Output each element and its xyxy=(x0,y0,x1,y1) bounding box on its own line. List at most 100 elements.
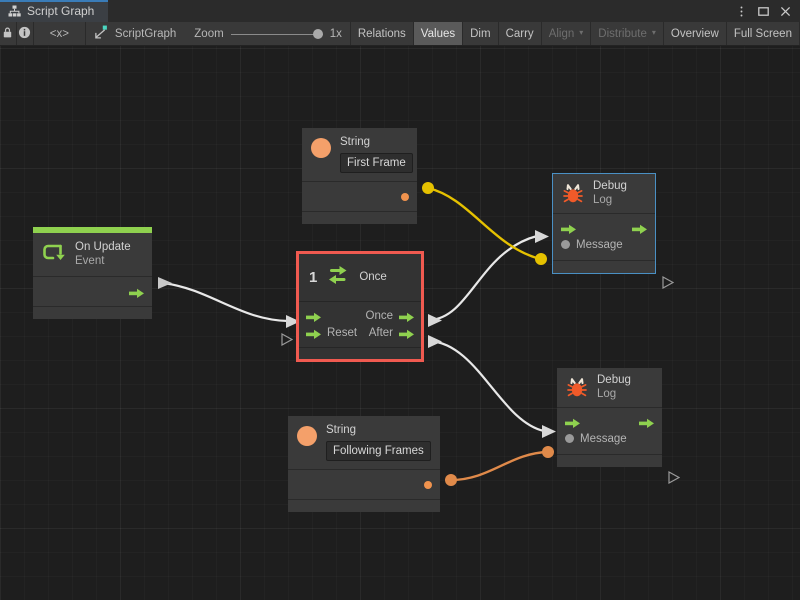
node-on-update[interactable]: On Update Event xyxy=(33,227,152,319)
lock-button[interactable] xyxy=(0,22,17,45)
graph-name-label: ScriptGraph xyxy=(114,27,177,40)
flow-output-port[interactable] xyxy=(129,286,144,298)
zoom-slider-handle[interactable] xyxy=(312,28,323,39)
flow-output-port-once[interactable] xyxy=(399,310,414,322)
port-row-message: Message xyxy=(561,236,647,253)
string-value-input[interactable]: First Frame xyxy=(340,153,413,173)
port-row-left xyxy=(306,310,321,322)
flow-output-port[interactable] xyxy=(639,416,654,428)
port-row-flow xyxy=(561,219,647,236)
overview-button[interactable]: Overview xyxy=(664,22,727,45)
zoom-slider-track xyxy=(230,33,323,35)
close-icon[interactable] xyxy=(779,5,792,18)
info-button[interactable] xyxy=(17,22,34,45)
tab-label: Script Graph xyxy=(27,4,95,18)
node-body: Once xyxy=(299,302,421,347)
graph-name-field[interactable]: ScriptGraph xyxy=(86,22,186,45)
carry-label: Carry xyxy=(505,27,534,40)
port-row-message: Message xyxy=(565,430,654,447)
port-row-right: Once xyxy=(365,309,414,322)
edge-once-to-log1 xyxy=(429,234,538,322)
string-circle-icon xyxy=(311,138,331,158)
node-header: String First Frame xyxy=(302,128,417,182)
node-header: On Update Event xyxy=(33,233,152,277)
bug-icon xyxy=(562,183,584,205)
full-screen-label: Full Screen xyxy=(733,27,792,40)
string-value-input[interactable]: Following Frames xyxy=(326,441,431,461)
flow-input-port[interactable] xyxy=(306,310,321,322)
node-footer xyxy=(302,211,417,224)
info-icon xyxy=(18,26,31,42)
node-title: Debug xyxy=(597,374,631,386)
node-once[interactable]: 1 Once xyxy=(296,251,424,362)
port-row-left: Message xyxy=(561,239,623,251)
node-body xyxy=(302,182,417,211)
distribute-dropdown[interactable]: Distribute ▾ xyxy=(591,22,664,45)
edge-string2-to-log2 xyxy=(450,450,549,482)
node-titles: Once xyxy=(359,271,387,284)
node-titles: Debug Log xyxy=(597,374,631,401)
values-button[interactable]: Values xyxy=(413,22,464,45)
node-title: String xyxy=(326,424,357,436)
output-label-once: Once xyxy=(365,309,394,322)
node-body: Message xyxy=(557,408,662,454)
kebab-menu-icon[interactable] xyxy=(735,5,748,18)
code-brackets-icon: <x> xyxy=(49,27,69,40)
edge-after-to-log2 xyxy=(429,339,545,433)
node-title: String xyxy=(340,136,371,148)
on-update-loop-icon xyxy=(40,239,66,270)
maximize-icon[interactable] xyxy=(757,5,770,18)
flow-input-port-reset[interactable] xyxy=(306,327,321,339)
overview-label: Overview xyxy=(670,27,719,40)
dim-button[interactable]: Dim xyxy=(463,22,499,45)
unconnected-output-marker-log2[interactable] xyxy=(668,470,681,485)
value-output-port[interactable] xyxy=(424,480,432,489)
node-footer xyxy=(33,306,152,319)
node-string-following-frames[interactable]: String Following Frames xyxy=(288,416,440,512)
chevron-down-icon: ▾ xyxy=(651,28,656,37)
value-output-port[interactable] xyxy=(401,192,409,201)
value-input-port-message[interactable] xyxy=(565,434,574,443)
node-debug-log-top[interactable]: Debug Log xyxy=(552,173,656,274)
flow-output-port-after[interactable] xyxy=(399,327,414,339)
node-debug-log-bottom[interactable]: Debug Log xyxy=(557,368,662,467)
node-subtitle: Log xyxy=(593,194,613,206)
graph-canvas[interactable]: On Update Event xyxy=(0,46,800,600)
tab-script-graph[interactable]: Script Graph xyxy=(0,0,109,22)
zoom-label: Zoom xyxy=(194,27,224,40)
distribute-label: Distribute xyxy=(598,27,647,40)
node-footer xyxy=(299,347,421,359)
zoom-control[interactable]: Zoom 1x xyxy=(186,22,351,45)
port-row-right xyxy=(639,416,654,428)
port-row-left xyxy=(561,222,576,234)
node-header: 1 Once xyxy=(299,254,421,302)
relations-button[interactable]: Relations xyxy=(351,22,414,45)
input-label-reset: Reset xyxy=(327,326,358,339)
full-screen-button[interactable]: Full Screen xyxy=(727,22,800,45)
node-footer xyxy=(553,260,655,273)
value-input-port-message[interactable] xyxy=(561,240,570,249)
flow-input-port[interactable] xyxy=(561,222,576,234)
input-label-message: Message xyxy=(580,432,627,445)
node-titles: On Update Event xyxy=(75,241,131,268)
port-row-left: Reset xyxy=(306,327,357,339)
zoom-slider[interactable] xyxy=(230,28,323,40)
port-row-left: Message xyxy=(565,433,627,445)
flow-output-port[interactable] xyxy=(632,222,647,234)
unconnected-input-marker-reset[interactable] xyxy=(281,332,294,347)
port-row-reset: Reset After xyxy=(306,324,414,341)
unconnected-output-marker-log1[interactable] xyxy=(662,275,675,290)
flow-input-port[interactable] xyxy=(565,416,580,428)
align-dropdown[interactable]: Align ▾ xyxy=(542,22,592,45)
edge-onupdate-to-once xyxy=(162,281,289,323)
once-loop-icon xyxy=(326,263,350,292)
node-footer xyxy=(557,454,662,467)
node-string-first-frame[interactable]: String First Frame xyxy=(302,128,417,224)
carry-button[interactable]: Carry xyxy=(499,22,542,45)
script-graph-icon xyxy=(94,25,108,42)
string-circle-icon xyxy=(297,426,317,446)
code-view-button[interactable]: <x> xyxy=(34,22,86,45)
port-row-right xyxy=(632,222,647,234)
node-header: String Following Frames xyxy=(288,416,440,470)
output-label-after: After xyxy=(368,326,393,339)
